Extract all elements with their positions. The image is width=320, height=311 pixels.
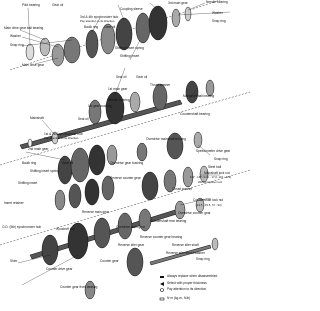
label-thrust-washer-1: Thrust washer xyxy=(150,83,171,87)
label-overdrive-counter-gear: Overdrive counter gear xyxy=(178,211,211,215)
label-washer-1: Washer xyxy=(10,34,21,38)
label-reverse-idler-shaft: Reverse idler shaft xyxy=(172,243,199,247)
label-woodruff-key: Woodruff key xyxy=(56,227,75,231)
label-steel-ball: Steel ball xyxy=(208,165,222,169)
reverse-idler-assembly xyxy=(126,237,219,277)
label-mainshaft-ball-bearing: Mainshaft ball bearing xyxy=(183,94,215,98)
label-without-spacer-tool: Without spacer tool xyxy=(198,180,222,184)
label-reverse-counter-gear-bearing: Reverse counter gear bearing xyxy=(140,235,183,239)
label-sync-hub-3rd-4th: 3rd & 4th synchronizer hub xyxy=(80,15,119,19)
label-shifting-insert-spring-1: Shifting insert spring xyxy=(115,46,144,50)
label-insert-retainer: Insert retainer xyxy=(4,201,24,205)
label-seal-oil-1: Seal oil xyxy=(116,75,127,79)
legend-torque: N·m (kg-m, ft-lb) xyxy=(167,296,191,300)
second-gear-assembly xyxy=(57,131,203,185)
label-gear-oil-1: Gear oil xyxy=(52,3,64,7)
label-mainshaft-lock-nut: Mainshaft lock nut xyxy=(204,171,230,175)
label-needle-bearing-2: Needle bearing xyxy=(108,98,130,102)
legend-select: Select with proper thickness xyxy=(167,281,207,285)
label-1st-main-gear: 1st main gear xyxy=(108,87,128,91)
label-overdrive-main-gear: Overdrive main gear xyxy=(116,225,145,229)
label-pay-attention-direction-1: Pay attention to its direction. xyxy=(80,19,116,23)
label-counter-gear-front-bearing: Counter gear front bearing xyxy=(60,285,98,289)
label-reverse-idler-thrust-washer: Reverse idler thrust washer xyxy=(166,251,205,255)
label-mainshaft: Mainshaft xyxy=(30,116,44,120)
label-snap-ring-1: Snap ring xyxy=(10,43,24,47)
label-seal-oil-2: Seal oil xyxy=(78,117,89,121)
label-gear-oil-4: Gear oil xyxy=(62,161,74,165)
exploded-transmission-diagram: Pilot bearing Gear oil Main drive gear b… xyxy=(0,0,250,301)
label-pay-attention-direction-2: Pay attention to its direction. xyxy=(44,136,80,140)
label-baulk-ring-1: Baulk ring xyxy=(84,25,99,29)
label-coupling-sleeve: Coupling sleeve xyxy=(120,7,143,11)
label-thrust-washer-2: Thrust washer xyxy=(172,187,193,191)
main-drive-gear-assembly xyxy=(25,5,192,67)
label-snap-ring-4: Snap ring xyxy=(196,257,210,261)
label-gear-oil-3: Gear oil xyxy=(136,75,148,79)
label-baulk-ring-2: Baulk ring xyxy=(22,161,37,165)
overdrive-reverse-assembly xyxy=(54,165,209,211)
legend-attention: Pay attention to its direction. xyxy=(167,287,208,291)
label-pilot-bearing: Pilot bearing xyxy=(22,3,40,7)
legend-symbols xyxy=(159,276,165,301)
label-2nd-main-gear: 2nd main gear xyxy=(28,147,49,151)
label-needle-bearing-1: Needle bearing xyxy=(206,0,228,4)
label-od-sync-hub: O.D. (5th) synchronizer hub xyxy=(2,225,42,229)
label-reverse-idler-gear: Reverse idler gear xyxy=(118,243,145,247)
label-sync-hub-1st-2nd: 1st & 2nd synchronizer hub xyxy=(44,132,83,136)
label-main-drive-gear-ball-bearing: Main drive gear ball bearing xyxy=(4,26,44,30)
label-overdrive-gear-bushing: Overdrive gear bushing xyxy=(110,161,144,165)
label-countershaft-lock-nut: Countershaft lock nut xyxy=(193,198,224,202)
label-shifting-insert-spring-2: Shifting insert spring xyxy=(30,169,59,173)
label-washer-2: Washer xyxy=(212,11,223,15)
label-snap-ring-3: Snap ring xyxy=(214,157,228,161)
countershaft-assembly xyxy=(29,197,205,266)
label-speedometer-drive-gear: Speedometer drive gear xyxy=(196,149,231,153)
label-shifting-insert-2: Shifting insert xyxy=(18,181,38,185)
label-gear-oil-2: Gear oil xyxy=(104,25,116,29)
label-overdrive-mainshaft-bearing: Overdrive mainshaft bearing xyxy=(146,137,187,141)
legend-replace: Always replace when disassembled xyxy=(167,274,218,278)
diagram-drawing xyxy=(0,0,250,301)
label-1st-gear-bushing: 1st gear bushing xyxy=(88,104,112,108)
label-counter-gear: Counter gear xyxy=(100,259,119,263)
label-counter-drive-gear: Counter drive gear xyxy=(46,267,73,271)
mainshaft-assembly xyxy=(19,79,215,150)
label-snap-ring-2: Snap ring xyxy=(212,19,226,23)
label-shim: Shim xyxy=(10,259,18,263)
label-torque-1: 137 - 167 (14.0 - 17.0, 101 - 123) xyxy=(190,175,232,179)
label-3rd-main-gear: 3rd main gear xyxy=(168,1,188,5)
label-reverse-counter-gear: Reverse counter gear xyxy=(110,176,141,180)
counter-gear-front-bearing xyxy=(84,280,96,300)
label-countershaft-bearing: Countershaft bearing xyxy=(180,112,210,116)
label-countershaft-rear-bearing: Countershaft rear bearing xyxy=(150,219,187,223)
label-torque-2: (13.5 - 15.5, 72 - 94) xyxy=(196,203,222,207)
label-main-drive-gear: Main drive gear xyxy=(22,63,44,67)
label-reverse-main-gear: Reverse main gear xyxy=(82,210,109,214)
label-shifting-insert-1: Shifting insert xyxy=(120,54,140,58)
